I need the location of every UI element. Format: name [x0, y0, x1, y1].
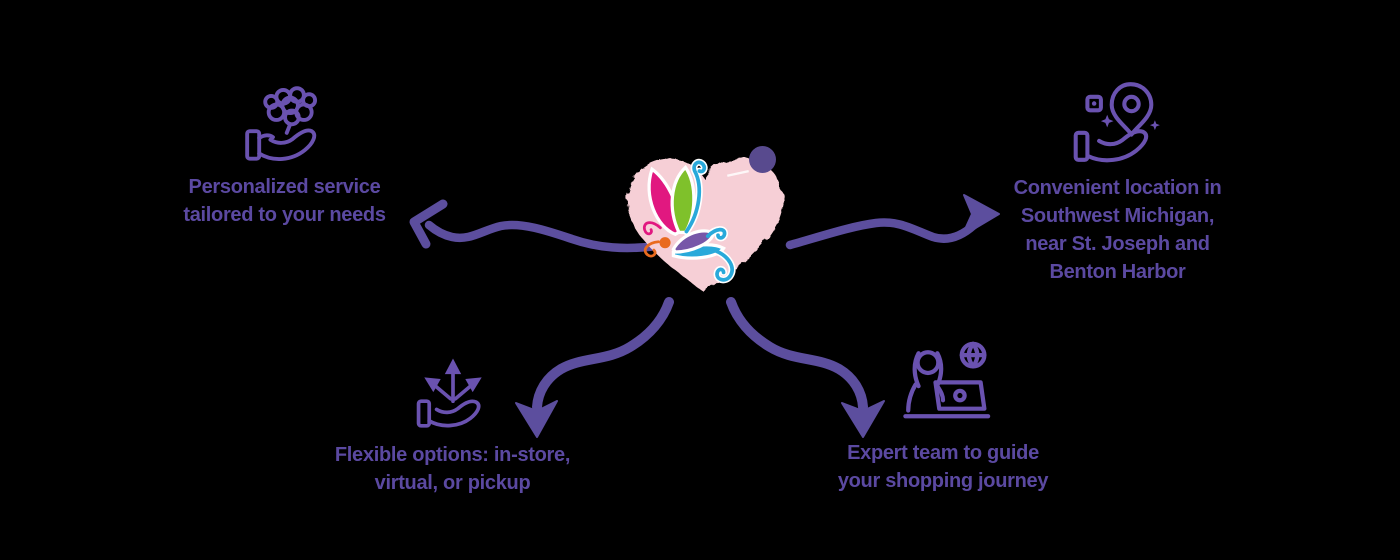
feature-caption: Expert team to guide your shopping journ… [837, 439, 1049, 495]
caption-line: Southwest Michigan, [1020, 205, 1215, 227]
heart-butterfly-icon [626, 158, 784, 293]
caption-line: Flexible options: in-store, [334, 444, 571, 466]
feature-expert-team: Expert team to guide your shopping journ… [793, 341, 1093, 495]
brand-logo [612, 146, 798, 309]
caption-line: virtual, or pickup [374, 472, 531, 494]
feature-flexible-options: Flexible options: in-store, virtual, or … [300, 349, 605, 497]
caption-line: Convenient location in [1013, 177, 1222, 199]
hand-holding-flowers-icon [242, 83, 328, 169]
person-at-laptop-icon [894, 341, 992, 435]
feature-personalized-service: Personalized service tailored to your ne… [132, 83, 437, 229]
caption-line: Benton Harbor [1049, 261, 1186, 283]
feature-convenient-location: Convenient location in Southwest Michiga… [965, 76, 1270, 286]
feature-caption: Flexible options: in-store, virtual, or … [334, 441, 571, 497]
caption-line: Expert team to guide [847, 442, 1039, 464]
feature-caption: Personalized service tailored to your ne… [183, 173, 386, 229]
butterfly-icon [642, 158, 736, 284]
caption-line: near St. Joseph and [1025, 233, 1210, 255]
arrow-to-expert-team [726, 297, 885, 438]
hand-with-direction-arrows-icon [412, 349, 494, 437]
feature-caption: Convenient location in Southwest Michiga… [1014, 174, 1222, 286]
butterfly-body-dot [659, 237, 671, 249]
caption-line: Personalized service [188, 176, 381, 198]
arrow-to-personalized-service [409, 199, 662, 253]
logo-accent-dot [749, 146, 776, 173]
arrow-to-convenient-location [785, 194, 1000, 250]
arrow-to-flexible-options [515, 297, 674, 438]
hand-holding-location-pin-icon [1073, 76, 1163, 168]
caption-line: tailored to your needs [183, 204, 386, 226]
caption-line: your shopping journey [837, 470, 1049, 492]
heart-highlight-line [727, 169, 749, 177]
